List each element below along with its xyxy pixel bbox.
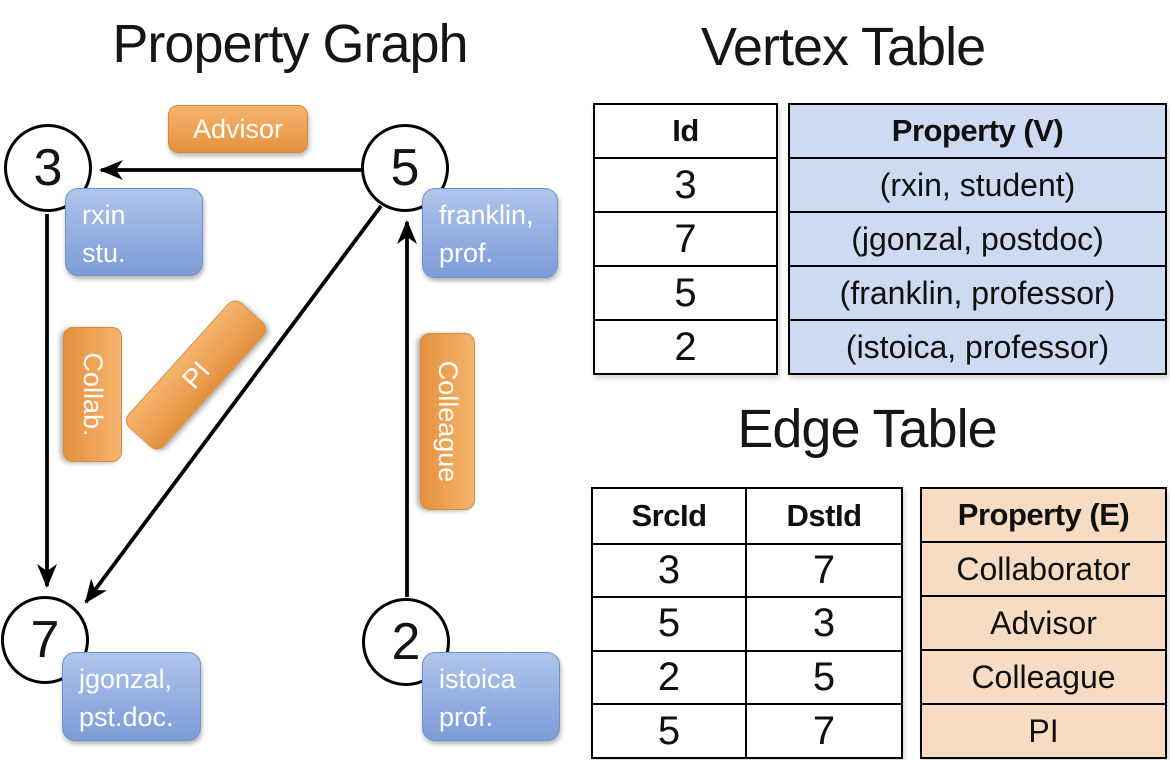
vertex-id-cell: 5: [595, 265, 776, 319]
node-label-line: istoica: [439, 664, 516, 694]
edge-src-cell: 3: [593, 542, 747, 597]
node-id-label: 3: [33, 139, 63, 197]
edge-table-title: Edge Table: [737, 399, 997, 459]
node-id-label: 5: [390, 139, 420, 197]
edge-property-cell: Collaborator: [922, 541, 1165, 595]
edge-property-table: Property (E) Collaborator Advisor Collea…: [920, 487, 1167, 759]
edge-label-advisor: Advisor: [168, 105, 308, 153]
edge-dst-cell: 3: [747, 596, 901, 650]
node-label-istoica: istoica prof.: [422, 652, 560, 741]
node-label-line: stu.: [82, 238, 126, 268]
vertex-id-cell: 2: [595, 319, 776, 373]
node-label-line: rxin: [82, 200, 126, 230]
node-label-line: pst.doc.: [79, 702, 174, 732]
edge-srcdst-table: SrcId DstId 3 7 5 3 2 5 5 7: [591, 487, 903, 759]
edge-src-cell: 5: [593, 596, 747, 650]
node-id-label: 7: [30, 611, 60, 669]
node-label-line: franklin,: [439, 200, 534, 230]
edge-property-cell: Advisor: [922, 595, 1165, 649]
edge-property-header: Property (E): [957, 497, 1130, 532]
edge-dst-cell: 7: [747, 542, 901, 597]
edge-property-cell: PI: [922, 703, 1165, 757]
edge-property-cell: Colleague: [922, 649, 1165, 703]
edge-src-cell: 5: [593, 703, 747, 757]
node-id-label: 2: [391, 613, 421, 671]
graph-edges-svg: [37, 160, 417, 604]
edge-dst-cell: 5: [747, 649, 901, 704]
vertex-id-header: Id: [672, 113, 699, 148]
edge-label-colleague: Colleague: [420, 333, 475, 510]
vertex-property-header: Property (V): [891, 113, 1064, 148]
node-label-rxin: rxin stu.: [65, 188, 203, 276]
edge-dst-header: DstId: [786, 497, 863, 533]
vertex-id-table: Id 3 7 5 2: [593, 103, 778, 375]
node-label-line: prof.: [439, 238, 494, 268]
vertex-id-cell: 7: [595, 211, 776, 265]
property-graph-title: Property Graph: [112, 14, 468, 74]
vertex-property-table: Property (V) (rxin, student) (jgonzal, p…: [788, 103, 1167, 375]
vertex-property-cell: (rxin, student): [790, 157, 1165, 211]
node-label-franklin: franklin, prof.: [422, 188, 558, 278]
node-circle-2: 2: [362, 598, 450, 686]
edge-src-cell: 2: [593, 649, 747, 704]
node-label-jgonzal: jgonzal, pst.doc.: [62, 652, 201, 741]
vertex-property-cell: (istoica, professor): [790, 319, 1165, 373]
edge-arrow-5-to-7: [84, 204, 383, 604]
vertex-property-cell: (jgonzal, postdoc): [790, 211, 1165, 265]
vertex-id-cell: 3: [595, 157, 776, 211]
node-label-line: jgonzal,: [79, 664, 173, 694]
node-label-line: prof.: [439, 702, 494, 732]
node-circle-5: 5: [361, 124, 449, 212]
vertex-property-cell: (franklin, professor): [790, 265, 1165, 319]
edge-dst-cell: 7: [747, 703, 901, 757]
vertex-table-title: Vertex Table: [700, 17, 986, 77]
edge-src-header: SrcId: [593, 489, 747, 543]
edge-label-collab: Collab.: [63, 327, 122, 462]
